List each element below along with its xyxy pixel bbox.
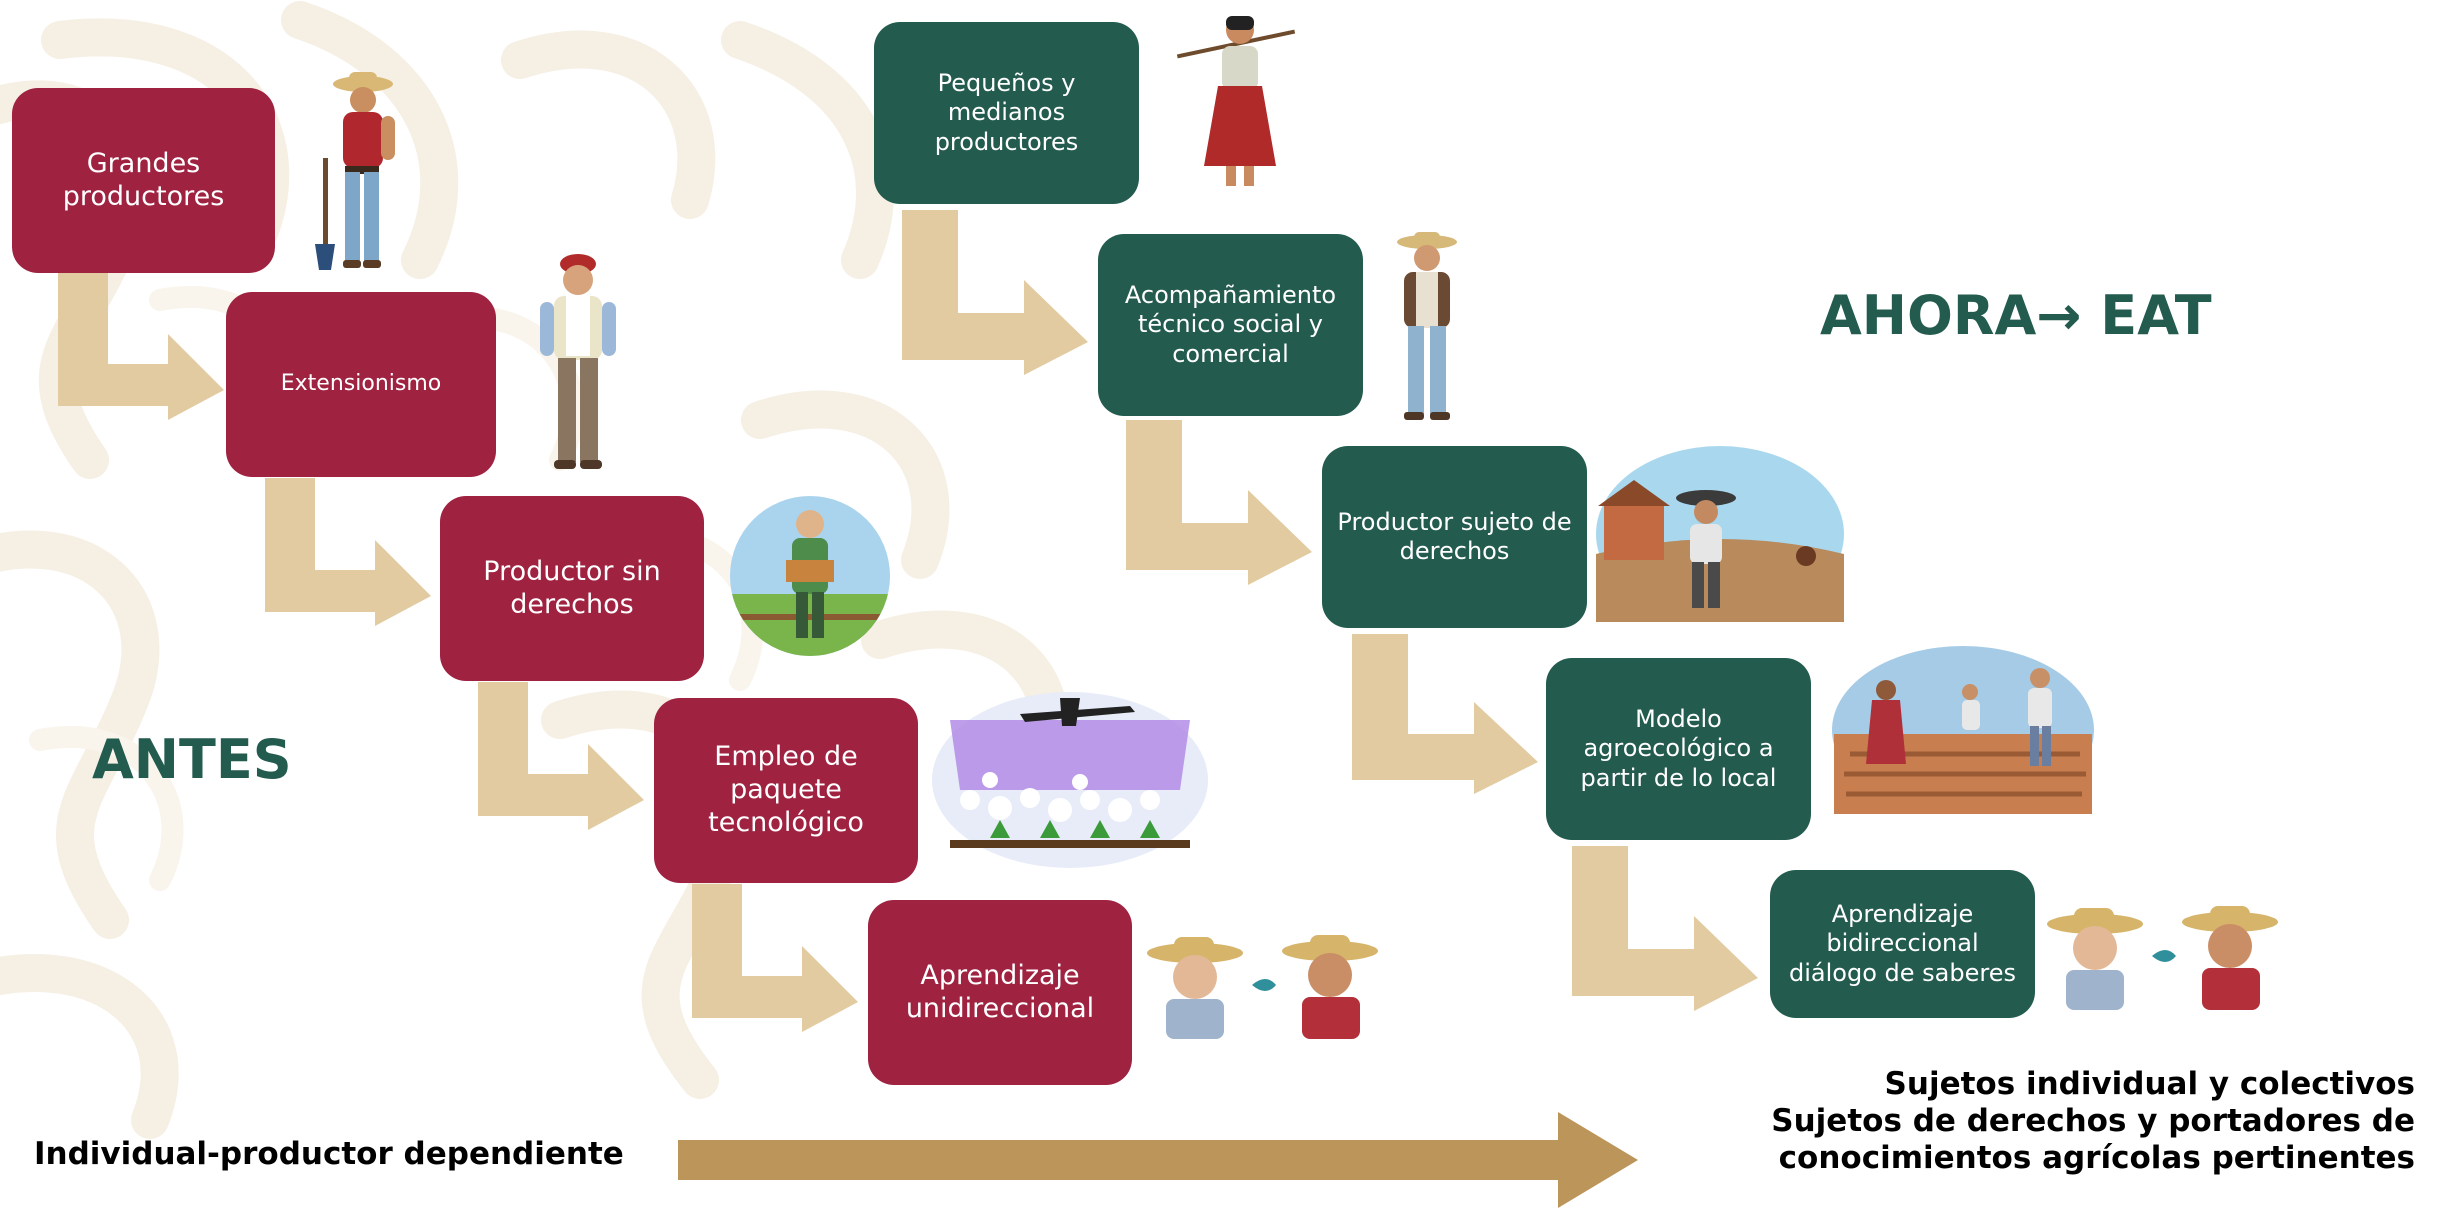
footer-left-text: Individual-productor dependiente [34, 1136, 624, 1172]
woman-with-hoe-icon [1176, 16, 1296, 186]
ahora-step-1: Pequeños y medianos productores [874, 22, 1139, 204]
step-arrow-antes-4 [692, 884, 858, 1032]
antes-step-3: Productor sin derechos [440, 496, 704, 681]
people-working-field-icon [1832, 646, 2094, 814]
step-arrow-ahora-3 [1352, 634, 1538, 794]
extension-agent-icon [540, 254, 616, 469]
crop-duster-plane-icon [932, 692, 1208, 868]
antes-step-2: Extensionismo [226, 292, 496, 477]
ahora-step-5: Aprendizaje bidireccional diálogo de sab… [1770, 870, 2035, 1018]
step-arrow-ahora-2 [1126, 420, 1312, 585]
antes-step-4: Empleo de paquete tecnológico [654, 698, 918, 883]
technician-farmer-icon [1397, 232, 1457, 420]
footer-right-line-3: conocimientos agrícolas pertinentes [1778, 1140, 2415, 1177]
step-arrow-antes-3 [478, 682, 644, 830]
ahora-step-3: Productor sujeto de derechos [1322, 446, 1587, 628]
farmer-with-shovel-icon [315, 72, 395, 270]
step-arrow-antes-2 [265, 478, 431, 626]
ahora-step-2: Acompañamiento técnico social y comercia… [1098, 234, 1363, 416]
two-farmers-talking-icon [1147, 935, 1378, 1039]
step-arrow-antes-1 [58, 272, 224, 420]
ahora-step-4: Modelo agroecológico a partir de lo loca… [1546, 658, 1811, 840]
farmer-with-crate-icon [730, 496, 890, 656]
ahora-heading: AHORA→ EAT [1820, 284, 2212, 347]
two-farmers-dialogue-icon [2047, 906, 2278, 1010]
step-arrow-ahora-4 [1572, 846, 1758, 1011]
antes-heading: ANTES [92, 728, 292, 791]
antes-step-5: Aprendizaje unidireccional [868, 900, 1132, 1085]
step-arrow-ahora-1 [902, 210, 1088, 375]
footer-right-line-1: Sujetos individual y colectivos [1884, 1066, 2415, 1102]
footer-right-text: Sujetos individual y colectivos Sujetos … [1771, 1066, 2415, 1178]
footer-right-line-2: Sujetos de derechos y portadores de [1771, 1103, 2415, 1140]
antes-step-1: Grandes productores [12, 88, 275, 273]
farmer-at-farm-icon [1596, 446, 1844, 622]
timeline-arrow [678, 1112, 1638, 1208]
